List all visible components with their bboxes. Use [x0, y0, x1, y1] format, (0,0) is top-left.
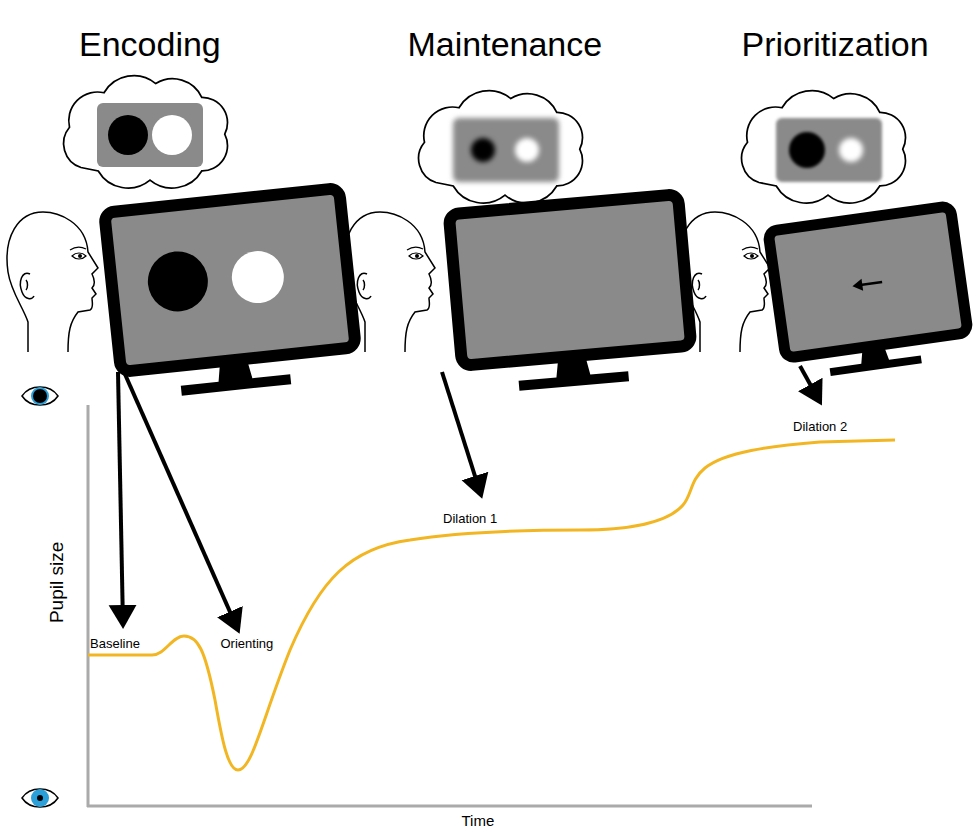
- curve-label: Dilation 2: [793, 420, 847, 434]
- monitor: [768, 206, 971, 382]
- axis-title: Pupil size: [47, 541, 68, 622]
- thought-cloud: [419, 91, 583, 203]
- panel-heading: Maintenance: [408, 26, 603, 63]
- dilated-eye-icon: [22, 387, 58, 405]
- graph-axes: [87, 405, 812, 807]
- panel-heading: Encoding: [79, 26, 221, 63]
- pupil-trace: [88, 440, 895, 770]
- curve-label: Baseline: [90, 637, 140, 651]
- curve-label: Orienting: [221, 637, 274, 651]
- monitor: [449, 194, 694, 395]
- head-profile: [7, 212, 98, 352]
- thought-cloud: [64, 76, 228, 188]
- axis-title: Time: [462, 813, 495, 830]
- panel-heading: Prioritization: [742, 26, 929, 63]
- curve-label: Dilation 1: [443, 512, 497, 526]
- pointer-arrow: [118, 366, 820, 630]
- thought-cloud: [742, 91, 906, 203]
- constricted-eye-icon: [22, 789, 58, 807]
- monitor: [104, 188, 359, 402]
